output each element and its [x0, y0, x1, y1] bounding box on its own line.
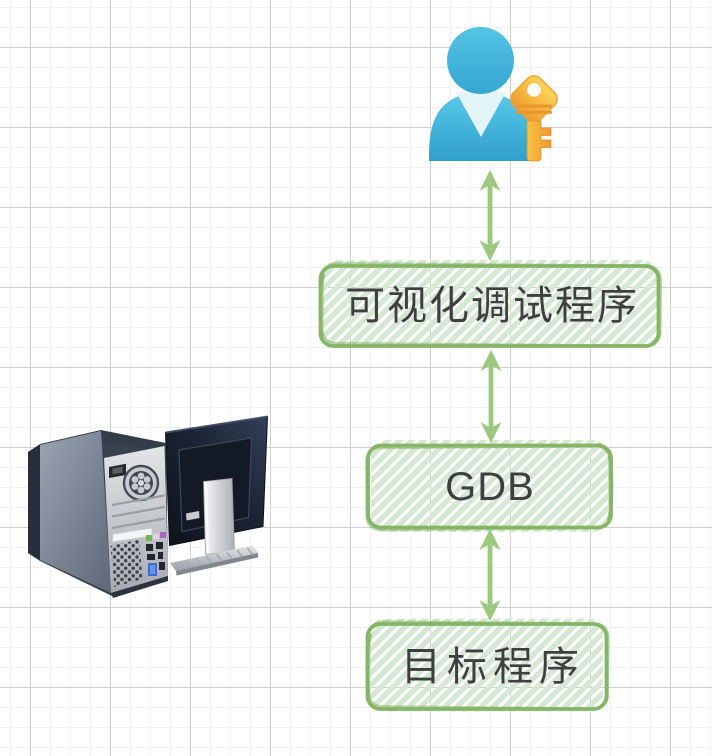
monitor-label-chip — [186, 511, 200, 521]
monitor-icon — [165, 415, 268, 576]
rear-ports — [146, 532, 166, 576]
key-icon — [510, 75, 558, 162]
computer-icon[interactable] — [28, 415, 268, 599]
user-key-icon[interactable] — [428, 27, 561, 162]
node-box-visual-debugger[interactable] — [318, 260, 663, 348]
monitor-base — [170, 545, 258, 571]
arrow-user-debugger[interactable] — [479, 170, 501, 261]
node-label-target-program[interactable]: 目标程序 — [401, 644, 585, 689]
node-box-target-program[interactable] — [365, 618, 610, 712]
tower-icon — [28, 430, 168, 598]
node-box-gdb[interactable] — [364, 440, 614, 532]
arrow-gdb-target[interactable] — [479, 529, 501, 621]
fan-icon — [122, 464, 160, 502]
node-label-visual-debugger[interactable]: 可视化调试程序 — [345, 284, 639, 328]
node-label-gdb[interactable]: GDB — [445, 464, 535, 509]
arrow-debugger-gdb[interactable] — [480, 350, 502, 443]
user-icon — [428, 27, 534, 161]
